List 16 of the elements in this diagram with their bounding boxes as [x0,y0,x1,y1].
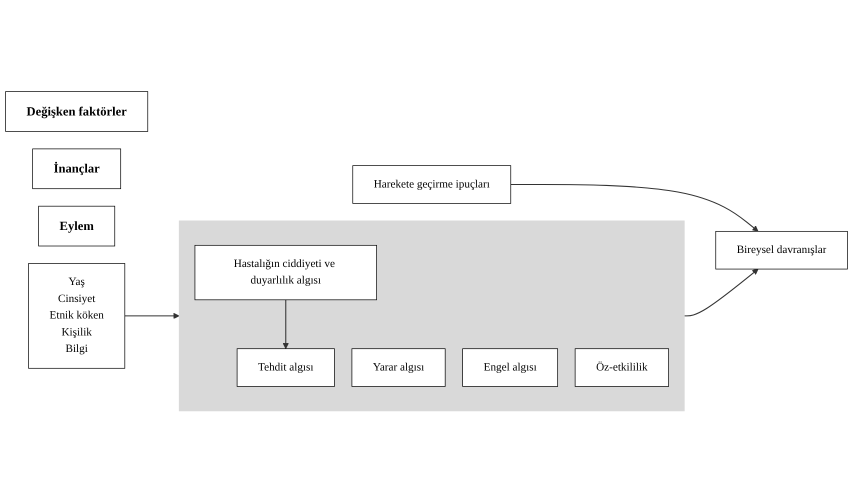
node-box: Harekete geçirme ipuçları [352,166,512,204]
node-box: Tehdit algısı [236,348,335,388]
arrow [282,300,289,350]
arrow [124,313,180,320]
node-box: Engel algısı [462,348,558,388]
arrow [684,269,758,317]
node-box: İnançlar [32,148,122,190]
node-box: Yaş Cinsiyet Etnik köken Kişilik Bilgi [28,263,126,369]
arrow [510,184,758,232]
node-box: Öz-etkililik [574,348,669,388]
node-box: Değişken faktörler [5,92,148,132]
node-box: Hastalığın ciddiyeti ve duyarlılık algısı [194,245,377,300]
node-box: Yarar algısı [352,348,446,388]
cluster [178,220,685,412]
node-box: Bireysel davranışlar [715,231,848,270]
node-box: Eylem [38,206,116,247]
